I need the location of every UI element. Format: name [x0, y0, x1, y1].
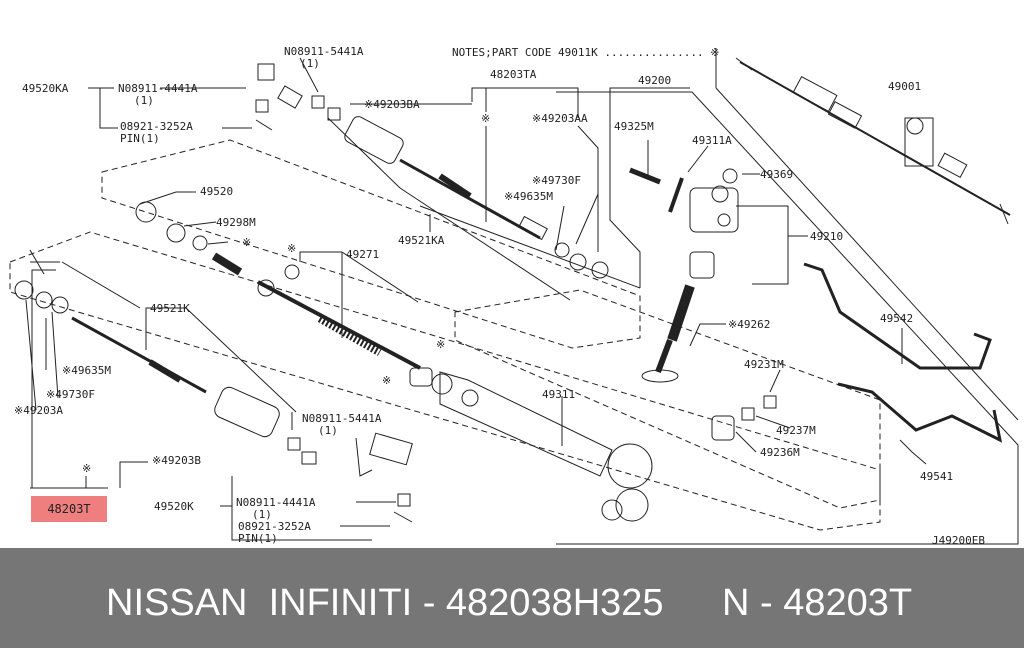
label-49262: ※49262: [728, 318, 770, 331]
label-49231M: 49231M: [744, 358, 784, 371]
label-49311: 49311: [542, 388, 575, 401]
parts-diagram: NOTES;PART CODE 49011K ............... ※…: [9, 45, 1019, 547]
label-49369: 49369: [760, 168, 793, 181]
asterisk-mark: ※: [82, 462, 91, 475]
label-49237M: 49237M: [776, 424, 816, 437]
dashed-group-outline: [9, 231, 881, 531]
footer-part-code: N - 48203T: [722, 582, 913, 624]
asterisk-mark: ※: [382, 374, 391, 387]
label-08911-5441A-top: N08911-5441A: [284, 45, 364, 58]
asterisk-mark: ※: [242, 236, 251, 249]
label-49203B: ※49203B: [152, 454, 201, 467]
dashed-group-outline: [101, 139, 641, 349]
footer-bar: NISSAN INFINITI - 482038H325 N - 48203T: [0, 548, 1024, 648]
label-49200: 49200: [638, 74, 671, 87]
label-49210: 49210: [810, 230, 843, 243]
label-49325M: 49325M: [614, 120, 654, 133]
label-49520: 49520: [200, 185, 233, 198]
label-49730F: ※49730F: [46, 388, 95, 401]
pin-label-bot: PIN(1): [238, 532, 278, 545]
diagram-code: J49200EB: [932, 534, 985, 547]
label-49203AA: ※49203AA: [532, 112, 588, 125]
label-08911-4441A-top: N08911-4441A: [118, 82, 198, 95]
notes-text: NOTES;PART CODE 49011K ............... ※: [452, 46, 720, 59]
label-08921-3252A-top: 08921-3252A: [120, 120, 193, 133]
label-49203BA: ※49203BA: [364, 98, 420, 111]
label-48203TA: 48203TA: [490, 68, 537, 81]
label-49541: 49541: [920, 470, 953, 483]
label-49298M: 49298M: [216, 216, 256, 229]
footer-part-number: NISSAN INFINITI - 482038H325: [106, 582, 664, 624]
qty-label: (1): [318, 424, 338, 437]
label-49520K: 49520K: [154, 500, 194, 513]
qty-label: (1): [252, 508, 272, 521]
qty-label: (1): [134, 94, 154, 107]
label-49236M: 49236M: [760, 446, 800, 459]
pin-label-top: PIN(1): [120, 132, 160, 145]
highlighted-part-box: [31, 496, 107, 522]
label-49520KA: 49520KA: [22, 82, 69, 95]
label-49001: 49001: [888, 80, 921, 93]
label-08911-5441A-bot: N08911-5441A: [302, 412, 382, 425]
asterisk-mark: ※: [481, 112, 490, 125]
label-08921-3252A-bot: 08921-3252A: [238, 520, 311, 533]
label-49635M-top: ※49635M: [504, 190, 553, 203]
label-49311A: 49311A: [692, 134, 732, 147]
label-49730F-top: ※49730F: [532, 174, 581, 187]
label-49521KA: 49521KA: [398, 234, 445, 247]
label-49521K: 49521K: [150, 302, 190, 315]
label-49271: 49271: [346, 248, 379, 261]
label-49635M: ※49635M: [62, 364, 111, 377]
asterisk-mark: ※: [287, 242, 296, 255]
label-08911-4441A-bot: N08911-4441A: [236, 496, 316, 509]
frame-line: [556, 91, 1019, 545]
qty-label: (1): [300, 57, 320, 70]
highlighted-part-label: 48203T: [47, 502, 91, 516]
asterisk-mark: ※: [436, 338, 445, 351]
label-49542: 49542: [880, 312, 913, 325]
label-49203A: ※49203A: [14, 404, 63, 417]
